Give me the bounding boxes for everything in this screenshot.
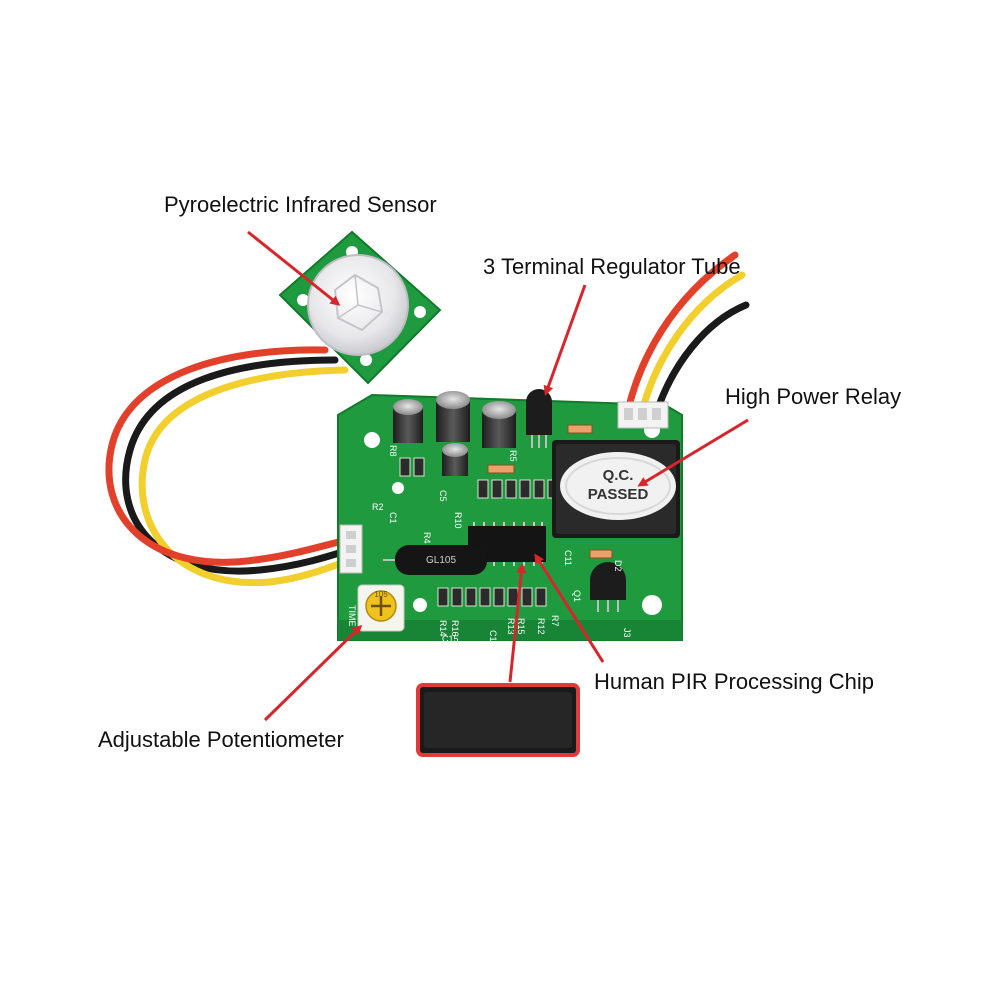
qc-stamp-line2: PASSED — [588, 486, 649, 503]
main-pcb: Q.C. PASSED — [337, 389, 683, 647]
capacitor-marking: GL105 — [426, 555, 456, 566]
silk-label-d2: D2 — [613, 560, 623, 572]
silk-label-c17: C17 — [488, 630, 498, 647]
arrow-regulator — [543, 284, 587, 396]
potentiometer-component: 105 — [357, 584, 405, 632]
arrow-chip-2 — [534, 553, 605, 663]
axial-capacitor: GL105 — [383, 545, 487, 575]
transistor-component — [590, 562, 626, 612]
silk-label-r16: R16 — [450, 620, 460, 637]
sensor-connector — [339, 524, 363, 574]
arrow-chip-1 — [508, 563, 527, 683]
time-silkscreen: TIME — [347, 605, 357, 627]
silk-label-r12: R12 — [536, 618, 546, 635]
silk-label-r5: R5 — [508, 450, 518, 462]
label-relay: High Power Relay — [725, 384, 902, 409]
arrow-pir-sensor — [247, 230, 341, 306]
potentiometer-marking: 105 — [374, 590, 388, 599]
silk-label-c15: C15 — [442, 634, 459, 644]
electrolytic-capacitors — [393, 391, 516, 476]
label-chip: Human PIR Processing Chip — [594, 669, 875, 694]
silk-label-r13: R13 — [506, 618, 516, 635]
silk-label-c1: C1 — [388, 512, 398, 524]
silk-label-j3: J3 — [622, 628, 632, 638]
relay-component: Q.C. PASSED — [552, 440, 680, 538]
silk-label-c11: C11 — [563, 550, 573, 566]
pir-sensor-board — [278, 230, 442, 385]
callout-arrows — [247, 230, 749, 722]
arrow-potentiometer — [263, 624, 363, 722]
sensor-wires — [105, 346, 359, 587]
label-potentiometer: Adjustable Potentiometer — [98, 727, 344, 752]
silk-label-r15: R15 — [516, 618, 526, 635]
smd-row-bottom — [437, 587, 547, 607]
output-connector — [617, 401, 669, 429]
regulator-component — [526, 389, 552, 448]
silk-label-r2: R2 — [372, 502, 384, 512]
arrow-relay — [637, 418, 749, 487]
diode-components — [487, 424, 613, 559]
silk-label-r7: R7 — [550, 615, 560, 627]
label-regulator: 3 Terminal Regulator Tube — [483, 254, 741, 279]
output-wires — [624, 251, 750, 418]
silk-label-r4: R4 — [422, 532, 432, 544]
silk-label-q1: Q1 — [572, 590, 582, 602]
chip-closeup — [416, 683, 580, 757]
silk-label-r14: R14 — [438, 620, 448, 637]
label-pir-sensor: Pyroelectric Infrared Sensor — [164, 192, 437, 217]
silk-label-c5: C5 — [438, 490, 448, 502]
silk-label-r10: R10 — [453, 512, 463, 529]
silk-label-r8: R8 — [388, 445, 398, 457]
pir-processing-chip — [468, 522, 546, 566]
qc-stamp-line1: Q.C. — [603, 467, 634, 484]
